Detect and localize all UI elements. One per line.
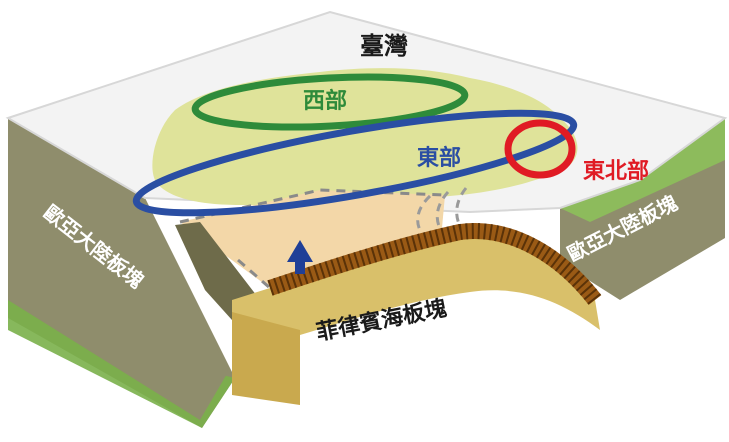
- philippine-plate-ticks: [267, 223, 602, 305]
- west-label: 西部: [303, 88, 347, 114]
- deformation-front-dashed: [237, 258, 271, 290]
- northeast-ring: [504, 119, 576, 179]
- accretionary-wedge: [175, 222, 260, 320]
- northeast-label: 東北部: [583, 158, 649, 184]
- taiwan-label: 臺灣: [360, 32, 408, 60]
- subduction-boundary-dashed: [179, 188, 446, 224]
- west-ring: [191, 73, 469, 131]
- philippine-plate-front: [232, 312, 300, 405]
- east-label: 東部: [417, 145, 461, 171]
- up-arrow-icon: [287, 240, 313, 274]
- east-ring: [132, 109, 578, 217]
- eurasian-plate-left-face: [8, 118, 228, 420]
